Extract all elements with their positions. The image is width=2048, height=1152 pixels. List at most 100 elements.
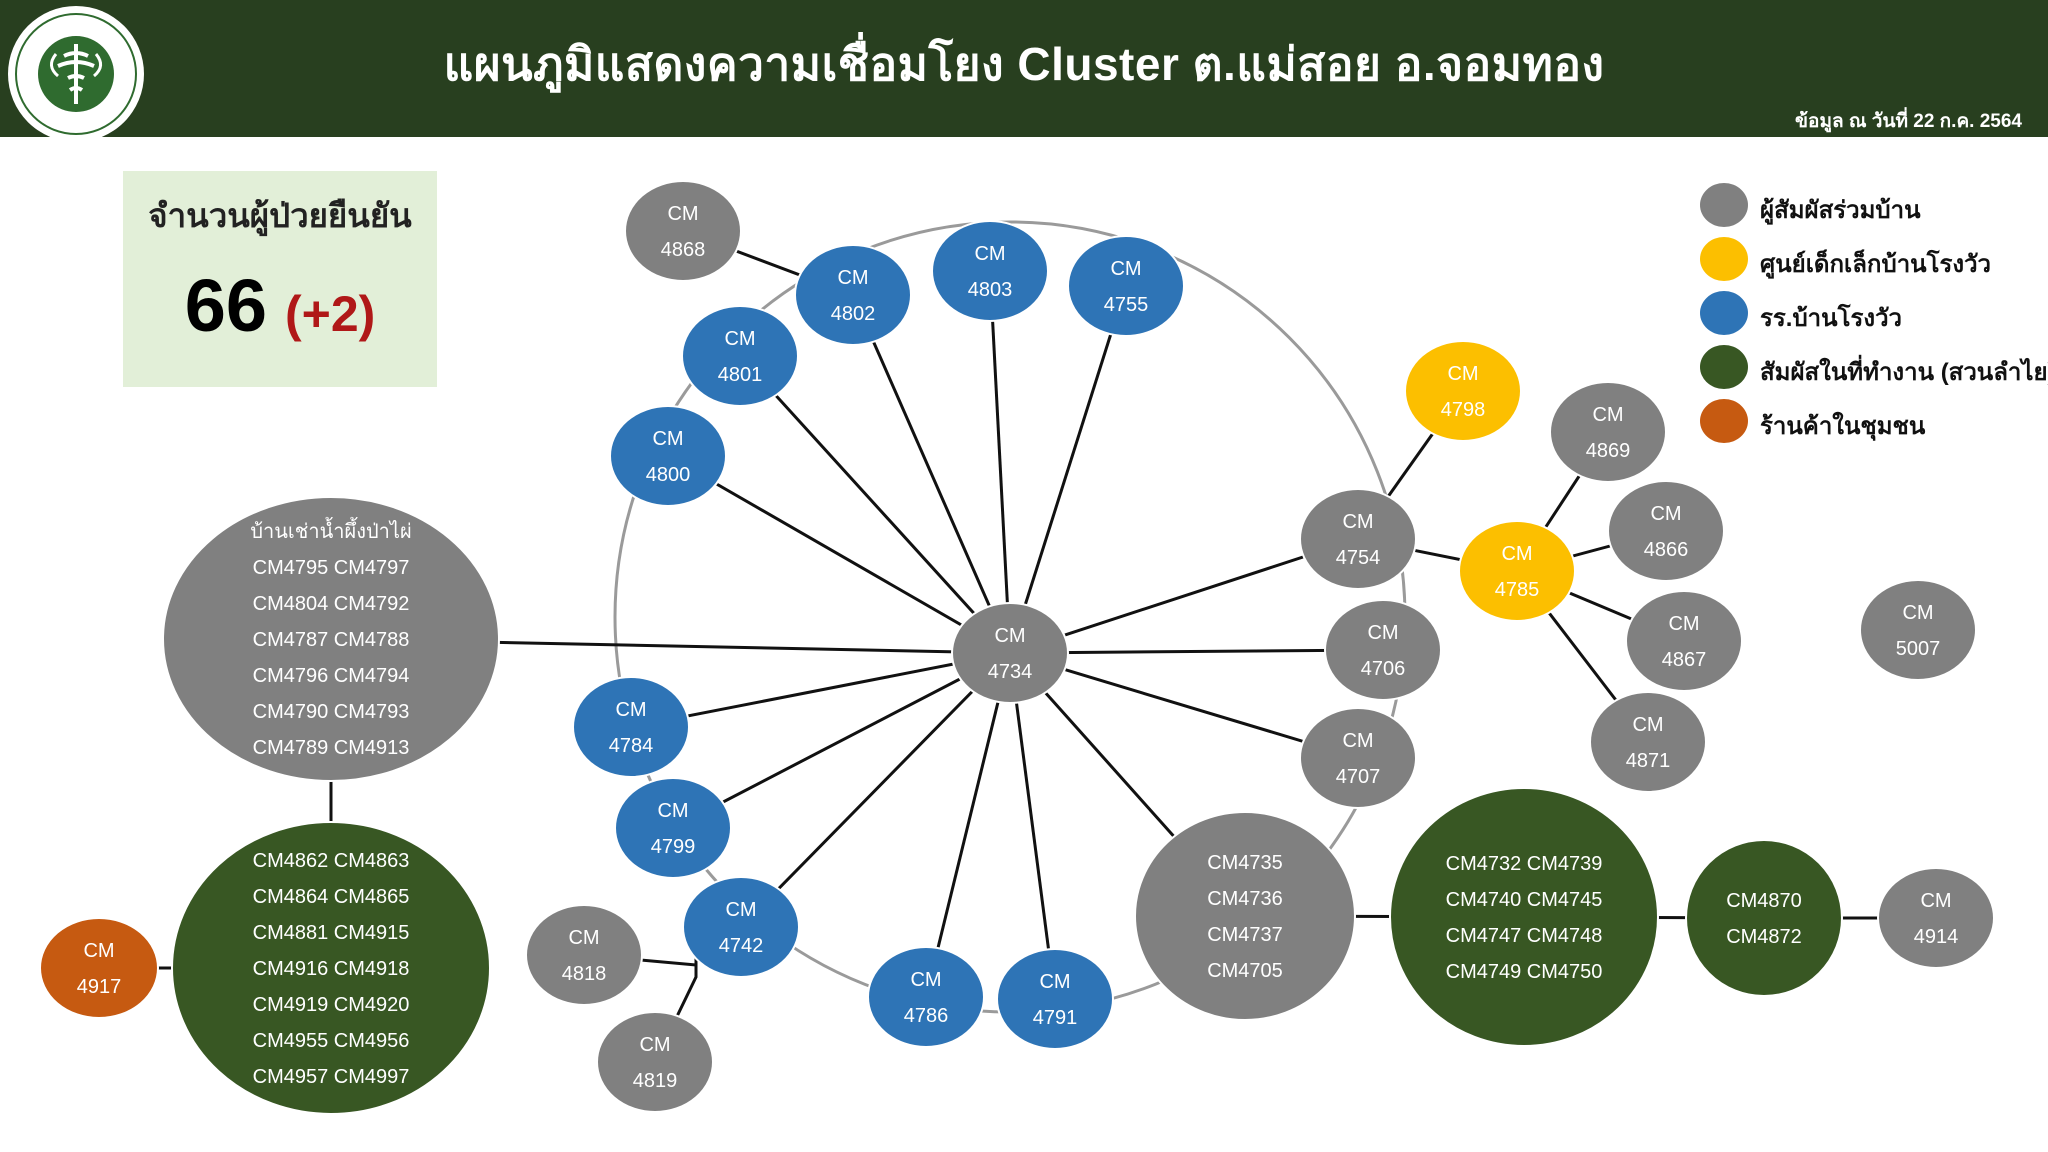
node-label-4706-0: CM xyxy=(1367,622,1398,644)
node-shape-4799 xyxy=(614,777,732,879)
node-label-4755-0: CM xyxy=(1110,258,1141,280)
node-shape-4868 xyxy=(624,180,742,282)
node-shape-4784 xyxy=(572,676,690,778)
confirmed-count-delta: (+2) xyxy=(285,286,376,342)
page-title: แผนภูมิแสดงความเชื่อมโยง Cluster ต.แม่สอ… xyxy=(443,38,1605,90)
node-label-green-mid-1: CM4740 CM4745 xyxy=(1446,889,1603,911)
node-label-green-left-0: CM4862 CM4863 xyxy=(253,850,410,872)
node-shape-4754 xyxy=(1299,488,1417,590)
edge-4734-4799 xyxy=(672,651,1011,830)
node-label-4754-0: CM xyxy=(1342,511,1373,533)
node-label-4871-1: 4871 xyxy=(1626,750,1671,772)
node-shape-4866 xyxy=(1607,480,1725,582)
node-4755: CM 4755 xyxy=(1067,235,1185,337)
node-label-house-2: CM4804 CM4792 xyxy=(253,593,410,615)
node-label-house-6: CM4789 CM4913 xyxy=(253,737,410,759)
node-label-4803-1: 4803 xyxy=(968,279,1013,301)
node-label-4818-0: CM xyxy=(568,927,599,949)
node-label-green-small-0: CM4870 xyxy=(1726,890,1802,912)
legend-label-yellow: ศูนย์เด็กเล็กบ้านโรงวัว xyxy=(1760,251,1992,278)
node-label-4742-0: CM xyxy=(725,899,756,921)
node-shape-4914 xyxy=(1877,867,1995,969)
node-label-4706-1: 4706 xyxy=(1361,658,1406,680)
node-shape-4786 xyxy=(867,946,985,1048)
node-shape-4803 xyxy=(931,220,1049,322)
node-label-4798-1: 4798 xyxy=(1441,399,1486,421)
node-label-4784-0: CM xyxy=(615,699,646,721)
node-label-gray-group-1: CM4736 xyxy=(1207,888,1283,910)
edge-4734-4784 xyxy=(630,651,1011,729)
node-shape-4819 xyxy=(596,1011,714,1113)
node-label-green-left-6: CM4957 CM4997 xyxy=(253,1066,410,1088)
node-label-4707-0: CM xyxy=(1342,730,1373,752)
node-label-4799-1: 4799 xyxy=(651,836,696,858)
node-label-4869-1: 4869 xyxy=(1586,440,1631,462)
node-shape-4734 xyxy=(951,602,1069,704)
node-label-green-mid-0: CM4732 CM4739 xyxy=(1446,853,1603,875)
header-bar: แผนภูมิแสดงความเชื่อมโยง Cluster ต.แม่สอ… xyxy=(0,0,2048,142)
node-label-5007-0: CM xyxy=(1902,602,1933,624)
node-label-4868-1: 4868 xyxy=(661,239,706,261)
node-label-4917-0: CM xyxy=(83,940,114,962)
node-label-4791-1: 4791 xyxy=(1033,1007,1078,1029)
node-label-4914-1: 4914 xyxy=(1914,926,1959,948)
edge-4734-4742 xyxy=(739,651,1012,929)
node-label-4818-1: 4818 xyxy=(562,963,607,985)
node-label-5007-1: 5007 xyxy=(1896,638,1941,660)
node-4784: CM 4784 xyxy=(572,676,690,778)
node-shape-house xyxy=(162,496,500,782)
node-4791: CM 4791 xyxy=(996,948,1114,1050)
node-shape-5007 xyxy=(1859,579,1977,681)
node-label-4914-0: CM xyxy=(1920,890,1951,912)
edge-4734-4791 xyxy=(1008,652,1057,1000)
node-label-4799-0: CM xyxy=(657,800,688,822)
node-shape-4755 xyxy=(1067,235,1185,337)
edge-4734-4754 xyxy=(1009,537,1359,655)
node-label-4734-0: CM xyxy=(994,625,1025,647)
node-shape-4802 xyxy=(794,244,912,346)
confirmed-count-number: 66 xyxy=(184,264,267,347)
node-label-house-4: CM4796 CM4794 xyxy=(253,665,410,687)
node-label-4868-0: CM xyxy=(667,203,698,225)
node-shape-4800 xyxy=(609,405,727,507)
node-label-4867-1: 4867 xyxy=(1662,649,1707,671)
node-label-4791-0: CM xyxy=(1039,971,1070,993)
legend-swatch-orange xyxy=(1700,399,1748,443)
node-label-green-left-5: CM4955 CM4956 xyxy=(253,1030,410,1052)
node-label-gray-group-2: CM4737 xyxy=(1207,924,1283,946)
node-shape-4785 xyxy=(1458,520,1576,622)
confirmed-count-label: จำนวนผู้ป่วยยืนยัน xyxy=(148,197,412,234)
node-label-green-left-1: CM4864 CM4865 xyxy=(253,886,410,908)
node-label-4786-0: CM xyxy=(910,969,941,991)
node-label-4784-1: 4784 xyxy=(609,735,654,757)
node-label-4866-1: 4866 xyxy=(1644,539,1689,561)
node-label-4755-1: 4755 xyxy=(1104,294,1149,316)
node-label-4800-0: CM xyxy=(652,428,683,450)
node-shape-4917 xyxy=(39,917,159,1019)
node-shape-green-left xyxy=(171,821,491,1115)
edge-4734-4755 xyxy=(1008,285,1128,654)
node-shape-4742 xyxy=(682,876,800,978)
edge-4734-4801 xyxy=(738,354,1012,655)
ministry-logo-icon xyxy=(8,6,144,142)
legend-swatch-blue xyxy=(1700,291,1748,335)
node-shape-gray-group xyxy=(1134,811,1356,1021)
node-label-green-mid-3: CM4749 CM4750 xyxy=(1446,961,1603,983)
node-shape-green-mid xyxy=(1389,787,1659,1047)
node-label-house-0: บ้านเช่าน้ำผึ้งป่าไผ่ xyxy=(250,517,411,543)
node-label-4742-1: 4742 xyxy=(719,935,764,957)
